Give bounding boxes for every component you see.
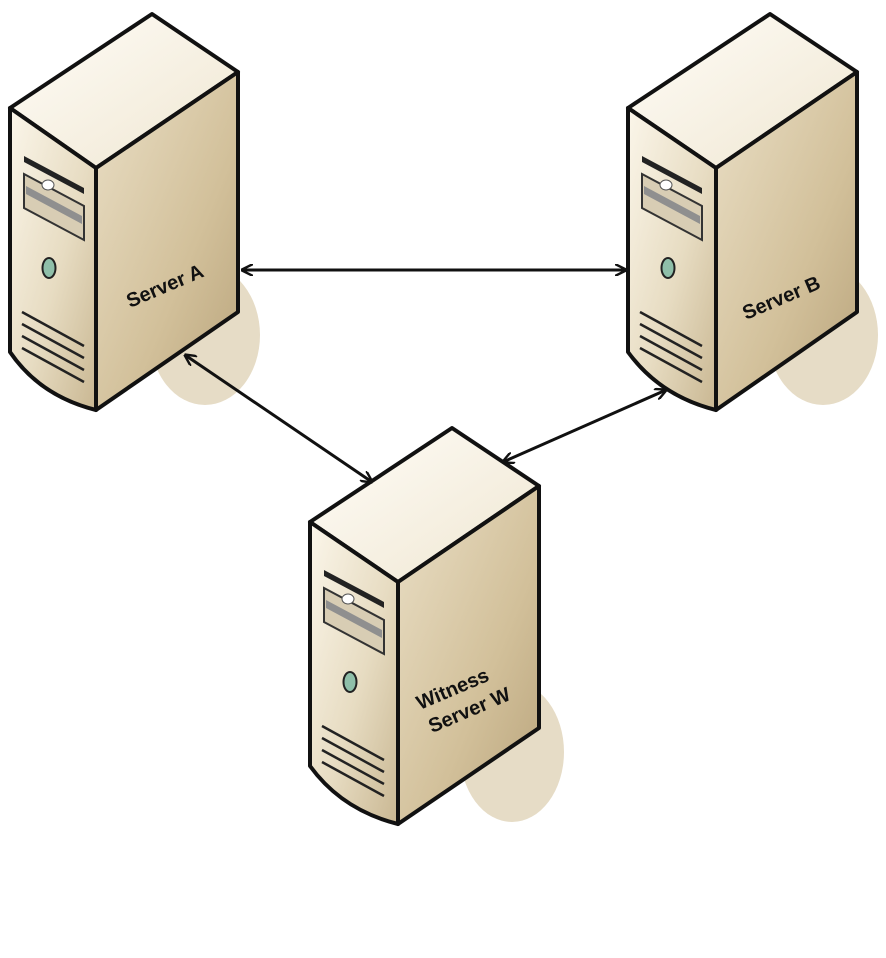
server-w-drive-slot (324, 570, 384, 608)
server-b: Server B (626, 12, 878, 412)
server-a: Server A (8, 12, 260, 412)
server-b-drive-slot (642, 156, 702, 194)
server-a-drive-bay-inner (26, 186, 82, 224)
server-a-power-led-icon (41, 257, 57, 279)
server-b-vents (639, 310, 703, 384)
server-w-power-led-icon (342, 671, 358, 693)
server-a-eject-icon (41, 179, 55, 191)
server-b-drive-bay-inner (644, 186, 700, 224)
link-server-b-server-w (503, 390, 666, 462)
server-b-power-led-icon (660, 257, 676, 279)
server-a-vents (21, 310, 85, 384)
connections (185, 270, 666, 482)
link-server-a-server-w (185, 355, 372, 482)
server-w-drive-bay-inner (326, 600, 382, 638)
server-w-vents (321, 724, 385, 798)
server-w: Witness Server W (308, 426, 564, 826)
server-b-eject-icon (659, 179, 673, 191)
server-w-eject-icon (341, 593, 355, 605)
server-a-drive-slot (24, 156, 84, 194)
